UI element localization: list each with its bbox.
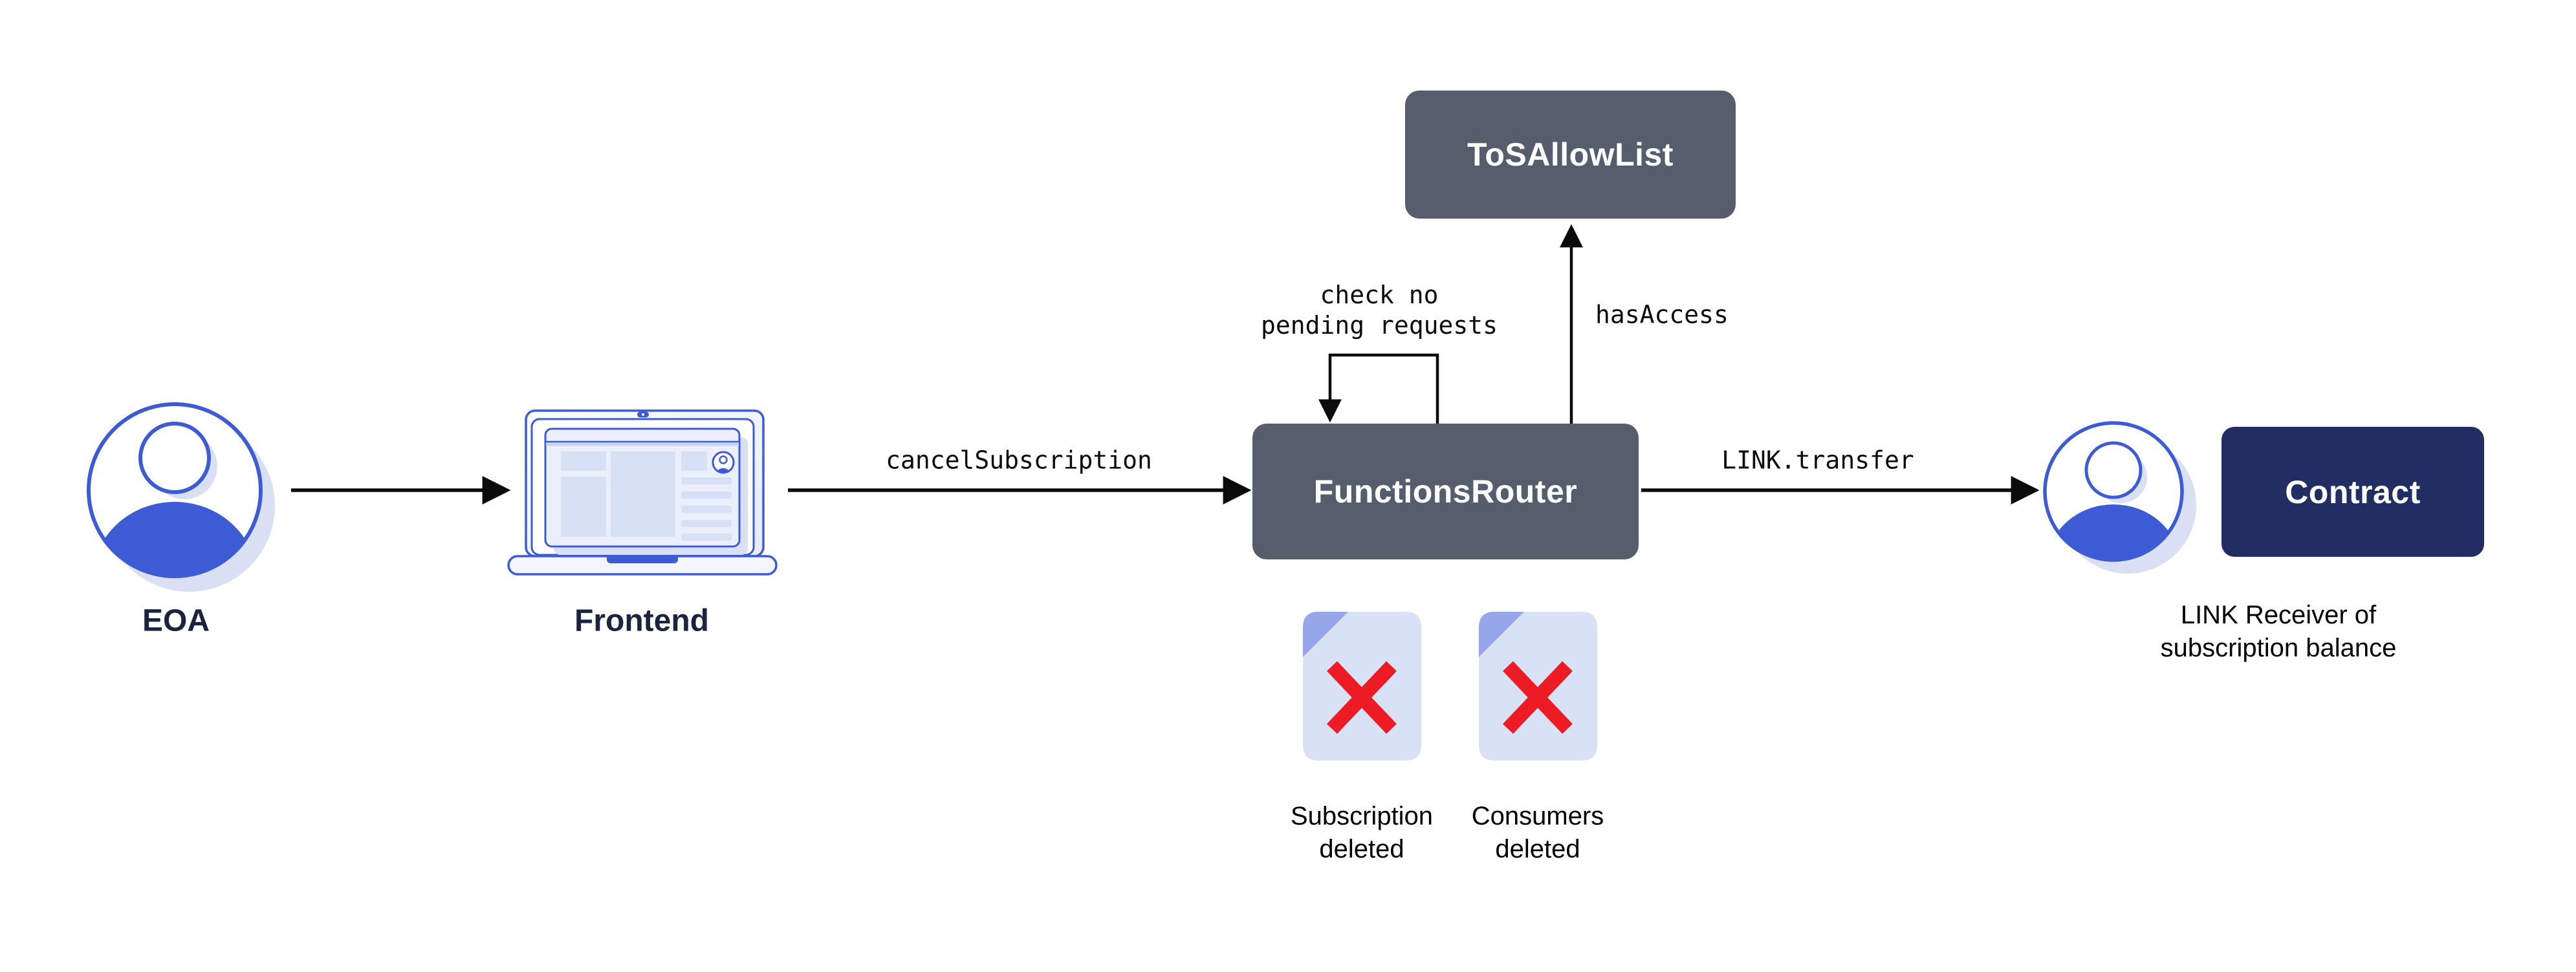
link-receiver-avatar-icon xyxy=(2043,421,2196,574)
browser-header-band xyxy=(546,442,739,446)
subscription-deleted-doc-icon xyxy=(1303,612,1421,761)
link-receiver-caption: LINK Receiver of subscription balance xyxy=(2161,599,2397,665)
browser-user-avatar-icon xyxy=(712,451,735,474)
subscription-deleted-label-line2: deleted xyxy=(1319,835,1404,863)
check-loop-label-line1: check no xyxy=(1320,281,1439,309)
eoa-label: EOA xyxy=(142,603,210,638)
doc-folded-corner xyxy=(1479,612,1524,657)
laptop-camera-dot xyxy=(642,413,644,416)
edges-layer xyxy=(291,224,2040,504)
eoa-shoulders xyxy=(92,502,257,575)
doc-x-mark-icon xyxy=(1503,661,1573,734)
laptop-base-notch xyxy=(607,557,678,563)
content-block-sidebar xyxy=(561,477,606,537)
content-block-top-left xyxy=(561,451,606,471)
receiver-avatar-outline xyxy=(2043,421,2184,562)
eoa-avatar-outline xyxy=(87,402,263,578)
tos-allow-list-node: ToSAllowList xyxy=(1405,91,1736,219)
consumers-deleted-label-line2: deleted xyxy=(1495,835,1580,863)
content-line xyxy=(681,477,732,484)
receiver-shoulders xyxy=(2047,504,2179,559)
functions-router-label: FunctionsRouter xyxy=(1313,473,1578,510)
link-receiver-caption-line1: LINK Receiver of xyxy=(2180,601,2377,629)
content-block-main xyxy=(611,451,675,537)
frontend-laptop-icon xyxy=(507,409,778,576)
contract-label: Contract xyxy=(2285,473,2421,510)
check-loop-label-line2: pending requests xyxy=(1260,311,1498,340)
subscription-deleted-label-line1: Subscription xyxy=(1290,802,1434,830)
frontend-label: Frontend xyxy=(574,603,709,638)
eoa-avatar-icon xyxy=(87,402,275,592)
link-receiver-caption-line2: subscription balance xyxy=(2160,634,2397,662)
has-access-edge-label: hasAccess xyxy=(1595,300,1729,329)
browser-content-blocks xyxy=(561,451,732,541)
content-line xyxy=(681,506,732,513)
consumers-deleted-label: Consumers deleted xyxy=(1472,800,1604,866)
receiver-head xyxy=(2084,441,2143,499)
content-line xyxy=(681,491,732,499)
content-line xyxy=(681,520,732,527)
doc-folded-corner xyxy=(1303,612,1348,657)
tos-allow-list-label: ToSAllowList xyxy=(1467,136,1674,173)
consumers-deleted-label-line1: Consumers xyxy=(1471,802,1604,830)
cancel-subscription-edge-label: cancelSubscription xyxy=(886,446,1152,475)
contract-node: Contract xyxy=(2221,427,2484,557)
consumers-deleted-doc-icon xyxy=(1479,612,1597,761)
check-loop-edge-label: check no pending requests xyxy=(1261,280,1498,341)
arrow-check-self-loop xyxy=(1318,353,1439,425)
laptop-base xyxy=(507,555,778,576)
link-transfer-edge-label: LINK.transfer xyxy=(1721,446,1914,475)
functions-router-node: FunctionsRouter xyxy=(1252,424,1639,559)
subscription-deleted-label: Subscription deleted xyxy=(1291,800,1433,866)
content-line xyxy=(681,534,732,541)
content-block-top-right xyxy=(681,451,707,471)
doc-x-mark-icon xyxy=(1327,661,1397,734)
eoa-head xyxy=(138,422,211,494)
